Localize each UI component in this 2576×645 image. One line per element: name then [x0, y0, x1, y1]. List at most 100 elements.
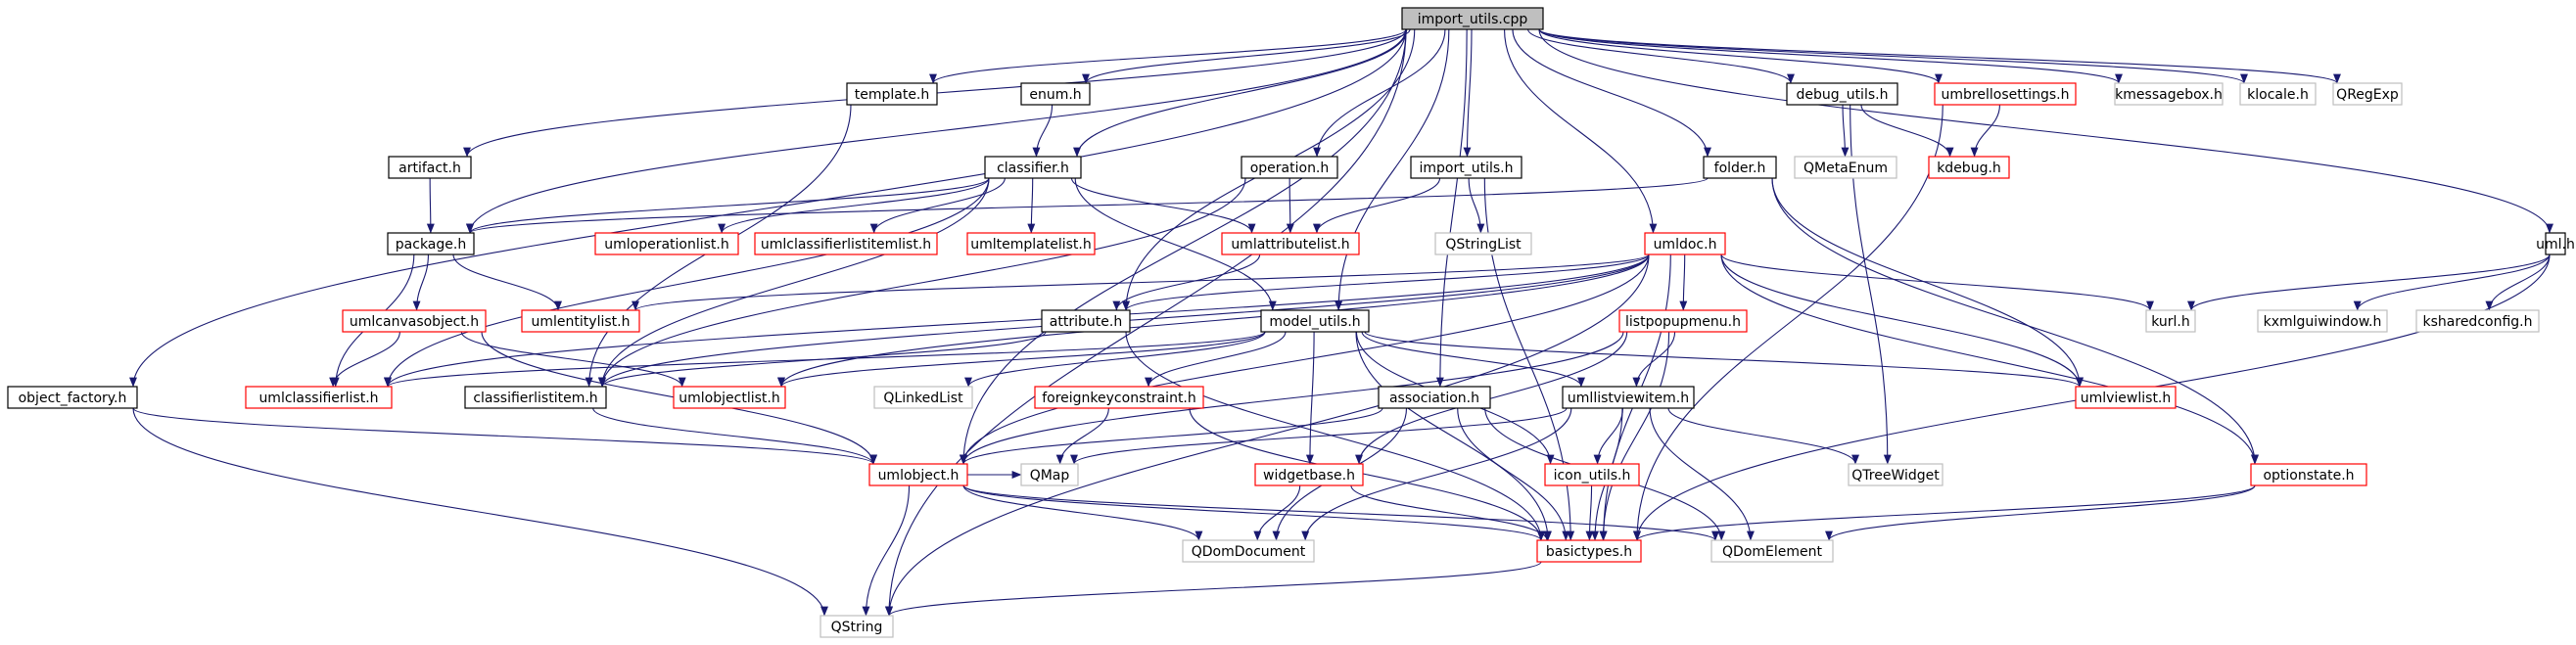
node-label: artifact.h	[398, 161, 461, 176]
node-optionstate-h[interactable]: optionstate.h	[2250, 463, 2367, 486]
node-qdomelement[interactable]: QDomElement	[1710, 539, 1834, 563]
node-box	[1020, 463, 1079, 486]
node-box	[1410, 156, 1522, 179]
node-label: QMetaEnum	[1803, 161, 1888, 176]
node-import-utils-h[interactable]: import_utils.h	[1410, 156, 1522, 179]
node-label: umltemplatelist.h	[970, 237, 1091, 253]
node-qregexp[interactable]: QRegExp	[2332, 82, 2403, 106]
node-label: QDomDocument	[1192, 544, 1306, 560]
edge-classifier-h-to-model-utils-h	[1074, 177, 1277, 311]
node-foreignkeyconstraint-h[interactable]: foreignkeyconstraint.h	[1034, 386, 1204, 409]
node-qlinkedlist[interactable]: QLinkedList	[873, 386, 973, 409]
node-umlclassifierlistitemlist-h[interactable]: umlclassifierlistitemlist.h	[754, 232, 938, 255]
edge-layer	[129, 28, 2553, 617]
node-umltemplatelist-h[interactable]: umltemplatelist.h	[966, 232, 1096, 255]
node-enum-h[interactable]: enum.h	[1020, 82, 1091, 106]
node-umlobject-h[interactable]: umlobject.h	[868, 463, 968, 486]
node-umlclassifierlist-h[interactable]: umlclassifierlist.h	[245, 386, 393, 409]
node-qstringlist[interactable]: QStringList	[1434, 232, 1532, 255]
node-umloperationlist-h[interactable]: umloperationlist.h	[594, 232, 739, 255]
edge-import-utils-cpp-to-umldoc-h	[1504, 28, 1658, 234]
node-umldoc-h[interactable]: umldoc.h	[1644, 232, 1726, 255]
edge-import-utils-cpp-to-debug-utils-h	[1527, 28, 1795, 84]
edge-umldoc-h-to-attribute-h	[1122, 253, 1650, 311]
edge-debug-utils-h-to-qmetaenum	[1841, 104, 1850, 158]
node-label: kdebug.h	[1937, 161, 2001, 176]
node-folder-h[interactable]: folder.h	[1703, 156, 1777, 179]
node-umlcanvasobject-h[interactable]: umlcanvasobject.h	[342, 309, 487, 333]
edge-umldoc-h-to-qstring	[885, 253, 1650, 617]
node-umlentitylist-h[interactable]: umlentitylist.h	[521, 309, 640, 333]
node-ksharedconfig-h[interactable]: ksharedconfig.h	[2415, 309, 2540, 333]
node-import-utils-cpp[interactable]: import_utils.cpp	[1401, 7, 1544, 30]
node-box	[966, 232, 1096, 255]
node-listpopupmenu-h[interactable]: listpopupmenu.h	[1618, 309, 1748, 333]
node-icon-utils-h[interactable]: icon_utils.h	[1544, 463, 1640, 486]
edge-attribute-h-to-basictypes-h	[1125, 331, 1545, 541]
edge-model-utils-h-to-umlclassifierlist-h	[384, 331, 1266, 388]
node-label: import_utils.cpp	[1418, 12, 1528, 27]
node-umlattributelist-h[interactable]: umlattributelist.h	[1221, 232, 1360, 255]
node-box	[1618, 309, 1748, 333]
node-box	[868, 463, 968, 486]
node-association-h[interactable]: association.h	[1378, 386, 1491, 409]
edge-umllistviewitem-h-to-qtreewidget	[1667, 407, 1859, 465]
node-label: uml.h	[2536, 237, 2575, 253]
node-object-factory-h[interactable]: object_factory.h	[7, 386, 138, 409]
edge-basictypes-h-to-qstring	[885, 561, 1542, 617]
edge-package-h-to-umlcanvasobject-h	[412, 253, 429, 311]
node-qmap[interactable]: QMap	[1020, 463, 1079, 486]
node-model-utils-h[interactable]: model_utils.h	[1260, 309, 1370, 333]
node-umlviewlist-h[interactable]: umlviewlist.h	[2075, 386, 2177, 409]
node-classifier-h[interactable]: classifier.h	[984, 156, 1082, 179]
edge-import-utils-cpp-to-operation-h	[1313, 28, 1446, 158]
node-box	[1794, 156, 1897, 179]
node-box	[2250, 463, 2367, 486]
node-basictypes-h[interactable]: basictypes.h	[1536, 539, 1642, 563]
node-artifact-h[interactable]: artifact.h	[388, 156, 472, 179]
node-umbrellosettings-h[interactable]: umbrellosettings.h	[1934, 82, 2077, 106]
node-qtreewidget[interactable]: QTreeWidget	[1848, 463, 1944, 486]
edge-uml-h-to-ksharedconfig-h	[2485, 253, 2551, 311]
node-classifierlistitem-h[interactable]: classifierlistitem.h	[464, 386, 607, 409]
node-attribute-h[interactable]: attribute.h	[1041, 309, 1131, 333]
edge-umldoc-h-to-listpopupmenu-h	[1679, 253, 1688, 311]
node-label: kurl.h	[2151, 314, 2190, 330]
node-package-h[interactable]: package.h	[387, 232, 475, 255]
node-qmetaenum[interactable]: QMetaEnum	[1794, 156, 1897, 179]
edge-model-utils-h-to-widgetbase-h	[1305, 331, 1315, 465]
node-label: QDomElement	[1722, 544, 1822, 560]
node-box	[594, 232, 739, 255]
node-widgetbase-h[interactable]: widgetbase.h	[1254, 463, 1364, 486]
node-uml-h[interactable]: uml.h	[2536, 232, 2575, 255]
node-template-h[interactable]: template.h	[846, 82, 938, 106]
node-klocale-h[interactable]: klocale.h	[2239, 82, 2317, 106]
node-box	[342, 309, 487, 333]
node-label: umloperationlist.h	[604, 237, 729, 253]
node-kdebug-h[interactable]: kdebug.h	[1928, 156, 2010, 179]
node-label: operation.h	[1250, 161, 1330, 176]
edge-listpopupmenu-h-to-widgetbase-h	[1355, 331, 1628, 465]
node-label: ksharedconfig.h	[2423, 314, 2533, 330]
node-operation-h[interactable]: operation.h	[1241, 156, 1338, 179]
node-label: import_utils.h	[1420, 161, 1514, 176]
node-label: foreignkeyconstraint.h	[1042, 391, 1196, 406]
node-qstring[interactable]: QString	[820, 615, 894, 638]
edge-enum-h-to-classifier-h	[1032, 104, 1054, 158]
edge-umllistviewitem-h-to-icon-utils-h	[1593, 407, 1623, 465]
edge-icon-utils-h-to-basictypes-h	[1585, 484, 1594, 541]
edge-folder-h-to-optionstate-h	[1771, 177, 2259, 465]
node-debug-utils-h[interactable]: debug_utils.h	[1786, 82, 1898, 106]
edge-import-utils-h-to-qstringlist	[1468, 177, 1485, 234]
edge-optionstate-h-to-basictypes-h	[1633, 484, 2256, 541]
node-kurl-h[interactable]: kurl.h	[2145, 309, 2196, 333]
node-kmessagebox-h[interactable]: kmessagebox.h	[2114, 82, 2224, 106]
node-qdomdocument[interactable]: QDomDocument	[1182, 539, 1315, 563]
node-umlobjectlist-h[interactable]: umlobjectlist.h	[673, 386, 786, 409]
edge-umlcanvasobject-h-to-umlclassifierlist-h	[329, 331, 400, 388]
edge-classifierlistitem-h-to-umlobject-h	[592, 407, 877, 465]
node-umllistviewitem-h[interactable]: umllistviewitem.h	[1562, 386, 1695, 409]
edge-listpopupmenu-h-to-basictypes-h	[1599, 331, 1670, 541]
node-kxmlguiwindow-h[interactable]: kxmlguiwindow.h	[2257, 309, 2388, 333]
